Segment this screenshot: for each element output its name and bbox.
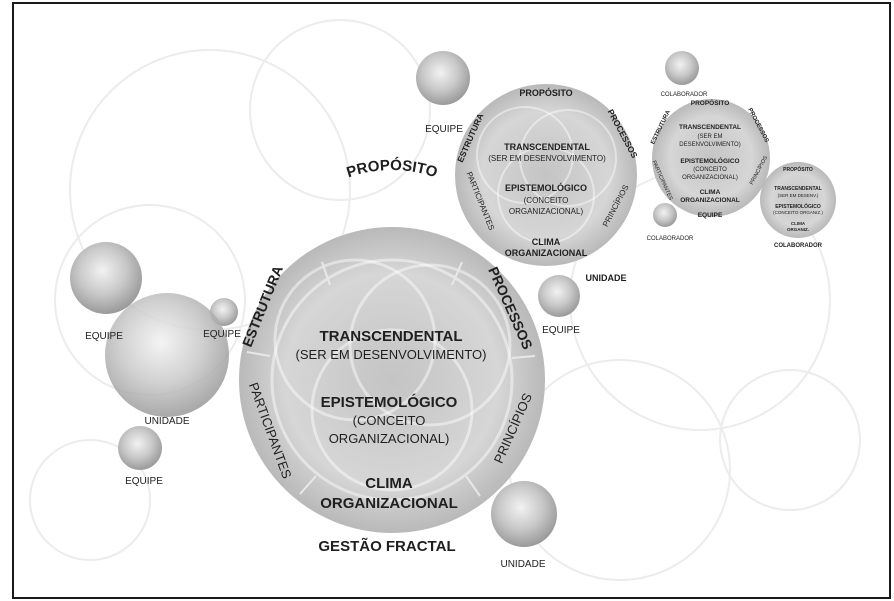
equipe-sphere [416, 51, 470, 105]
equipe-sphere [118, 426, 162, 470]
label-unidade: UNIDADE [585, 273, 626, 283]
label-clima: CLIMA [365, 475, 413, 492]
main-side-spheres: EQUIPE UNIDADE [491, 275, 580, 570]
label-organizacional-paren: ORGANIZACIONAL) [329, 431, 450, 446]
label-transcendental: TRANSCENDENTAL [504, 142, 590, 152]
label-ser-em-desenvolvimento: (SER EM DESENVOLVIMENTO) [296, 347, 487, 362]
label-conceito: (CONCEITO [353, 413, 426, 428]
label-ser-em: (SER EM [697, 134, 722, 140]
label-proposito: PROPÓSITO [519, 87, 572, 98]
left-cluster: EQUIPE EQUIPE UNIDADE EQUIPE [70, 242, 241, 487]
label-proposito: PROPÓSITO [344, 156, 439, 181]
label-conceito-org: (CONCEITO ORGANIZ.) [773, 210, 823, 215]
label-proposito: PROPÓSITO [691, 98, 730, 107]
label-proposito: PROPÓSITO [783, 165, 813, 173]
colaborador-sphere [665, 51, 699, 85]
label-clima: CLIMA [532, 237, 561, 247]
label-transcendental: TRANSCENDENTAL [679, 124, 741, 131]
label-clima: CLIMA [791, 221, 806, 226]
label-organizacional: ORGANIZACIONAL [505, 248, 588, 258]
medium-circle: EQUIPE PROPÓSITO ESTRUTURA PROCESSOS TRA… [416, 51, 640, 283]
label-organizacional-paren: ORGANIZACIONAL) [682, 175, 738, 181]
main-sphere [239, 227, 545, 533]
label-conceito: (CONCEITO [524, 196, 569, 205]
small-circle: COLABORADOR PROPÓSITO ESTRUTURA PROCESSO… [647, 51, 770, 242]
label-organizacional: ORGANIZACIONAL [680, 197, 740, 204]
label-ser-em-desenv: (SER EM DESENV.) [778, 193, 819, 198]
label-equipe: EQUIPE [698, 212, 723, 219]
label-organizacional: ORGANIZACIONAL [320, 495, 458, 512]
label-unidade: UNIDADE [500, 559, 545, 570]
label-colaborador: COLABORADOR [661, 92, 708, 98]
main-circle: PROPÓSITO ESTRUTURA PROCESSOS PARTICIPAN… [239, 156, 545, 555]
label-conceito: (CONCEITO [693, 167, 727, 173]
colaborador-sphere [653, 203, 677, 227]
label-colaborador: COLABORADOR [647, 236, 694, 242]
label-unidade: UNIDADE [144, 416, 189, 427]
medium-sphere [455, 84, 637, 266]
label-desenvolvimento: DESENVOLVIMENTO) [679, 142, 740, 148]
label-equipe: EQUIPE [85, 331, 123, 342]
label-equipe: EQUIPE [203, 329, 241, 340]
label-epistemologico: EPISTEMOLÓGICO [775, 202, 821, 210]
unidade-sphere [105, 293, 229, 417]
equipe-sphere [70, 242, 142, 314]
label-clima: CLIMA [700, 189, 721, 196]
label-epistemologico: EPISTEMOLÓGICO [321, 393, 458, 411]
label-organiz: ORGANIZ. [787, 227, 809, 232]
label-epistemologico: EPISTEMOLÓGICO [680, 156, 739, 165]
label-transcendental: TRANSCENDENTAL [774, 186, 822, 192]
tiny-circle: PROPÓSITO TRANSCENDENTAL (SER EM DESENV.… [760, 162, 836, 249]
label-transcendental: TRANSCENDENTAL [319, 328, 462, 345]
label-equipe: EQUIPE [425, 124, 463, 135]
diagram-title: GESTÃO FRACTAL [318, 537, 455, 555]
equipe-sphere [538, 275, 580, 317]
label-epistemologico: EPISTEMOLÓGICO [505, 182, 587, 193]
unidade-sphere [491, 481, 557, 547]
label-equipe: EQUIPE [125, 476, 163, 487]
small-sphere [652, 99, 770, 217]
label-colaborador: COLABORADOR [774, 243, 823, 249]
label-organizacional-paren: ORGANIZACIONAL) [509, 207, 584, 216]
label-ser-em-desenvolvimento: (SER EM DESENVOLVIMENTO) [488, 154, 606, 163]
label-equipe: EQUIPE [542, 325, 580, 336]
tiny-sphere [760, 162, 836, 238]
